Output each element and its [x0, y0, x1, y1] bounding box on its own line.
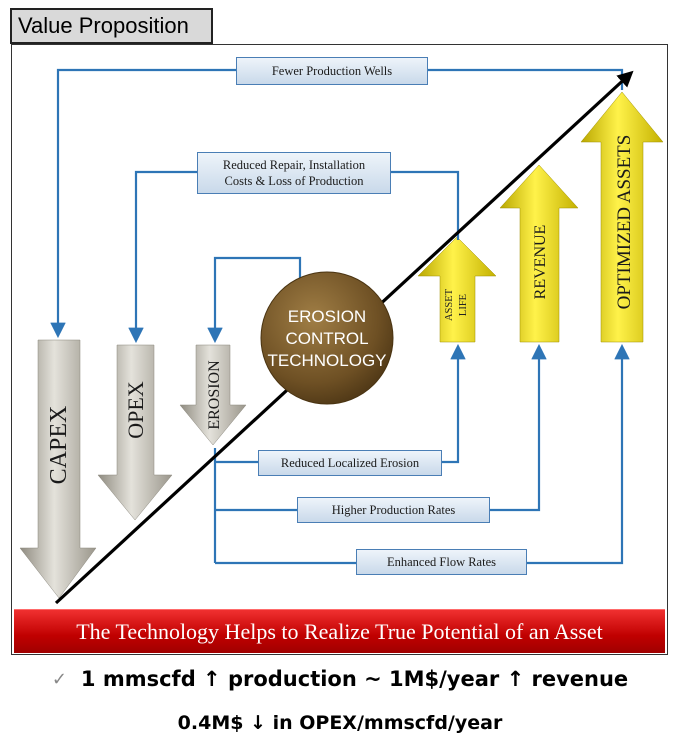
higher-rates-label: Higher Production Rates [297, 497, 490, 523]
revenue-arrow: REVENUE [499, 164, 579, 343]
reduced-erosion-text: Reduced Localized Erosion [280, 456, 420, 470]
bottom-line-1: ✓ 1 mmscfd ↑ production ~ 1M$/year ↑ rev… [0, 660, 680, 698]
erosion-control-technology-circle: EROSION CONTROL TECHNOLOGY [260, 271, 394, 405]
banner-text: The Technology Helps to Realize True Pot… [76, 618, 603, 644]
asset-life-label-2: LIFE [458, 294, 469, 316]
check-icon: ✓ [51, 668, 67, 690]
reduced-repair-label: Reduced Repair, Installation Costs & Los… [197, 152, 391, 194]
capex-arrow: CAPEX [19, 339, 97, 599]
bottom-line-2: 0.4M$ ↓ in OPEX/mmscfd/year [0, 705, 680, 741]
page-title: Value Proposition [10, 8, 213, 44]
higher-rates-text: Higher Production Rates [331, 503, 456, 517]
reduced-repair-text-1: Reduced Repair, Installation [222, 158, 366, 172]
reduced-repair-text-2: Costs & Loss of Production [224, 174, 364, 188]
bottom-line-2-text: 0.4M$ ↓ in OPEX/mmscfd/year [177, 712, 503, 734]
fewer-wells-text: Fewer Production Wells [271, 64, 393, 78]
center-line-1: EROSION [288, 307, 366, 326]
enhanced-flow-text: Enhanced Flow Rates [386, 555, 496, 569]
center-line-2: CONTROL [285, 329, 368, 348]
reduced-erosion-label: Reduced Localized Erosion [258, 450, 442, 476]
optimized-assets-arrow: OPTIMIZED ASSETS [580, 91, 664, 343]
opex-arrow: OPEX [97, 344, 173, 521]
asset-life-label-1: ASSET [444, 288, 455, 321]
fewer-wells-label: Fewer Production Wells [236, 57, 428, 85]
erosion-arrow: EROSION [179, 344, 247, 446]
opex-label: OPEX [123, 381, 148, 439]
enhanced-flow-label: Enhanced Flow Rates [356, 549, 527, 575]
center-line-3: TECHNOLOGY [267, 351, 386, 370]
capex-label: CAPEX [46, 406, 72, 485]
asset-life-arrow: ASSET LIFE [417, 236, 497, 343]
banner: The Technology Helps to Realize True Pot… [14, 609, 665, 653]
optimized-assets-label: OPTIMIZED ASSETS [614, 135, 635, 310]
enhanced-flow-connector [215, 343, 630, 565]
bottom-line-1-text: 1 mmscfd ↑ production ~ 1M$/year ↑ reven… [80, 667, 629, 691]
revenue-label: REVENUE [532, 225, 549, 300]
erosion-arrow-label: EROSION [206, 360, 223, 430]
